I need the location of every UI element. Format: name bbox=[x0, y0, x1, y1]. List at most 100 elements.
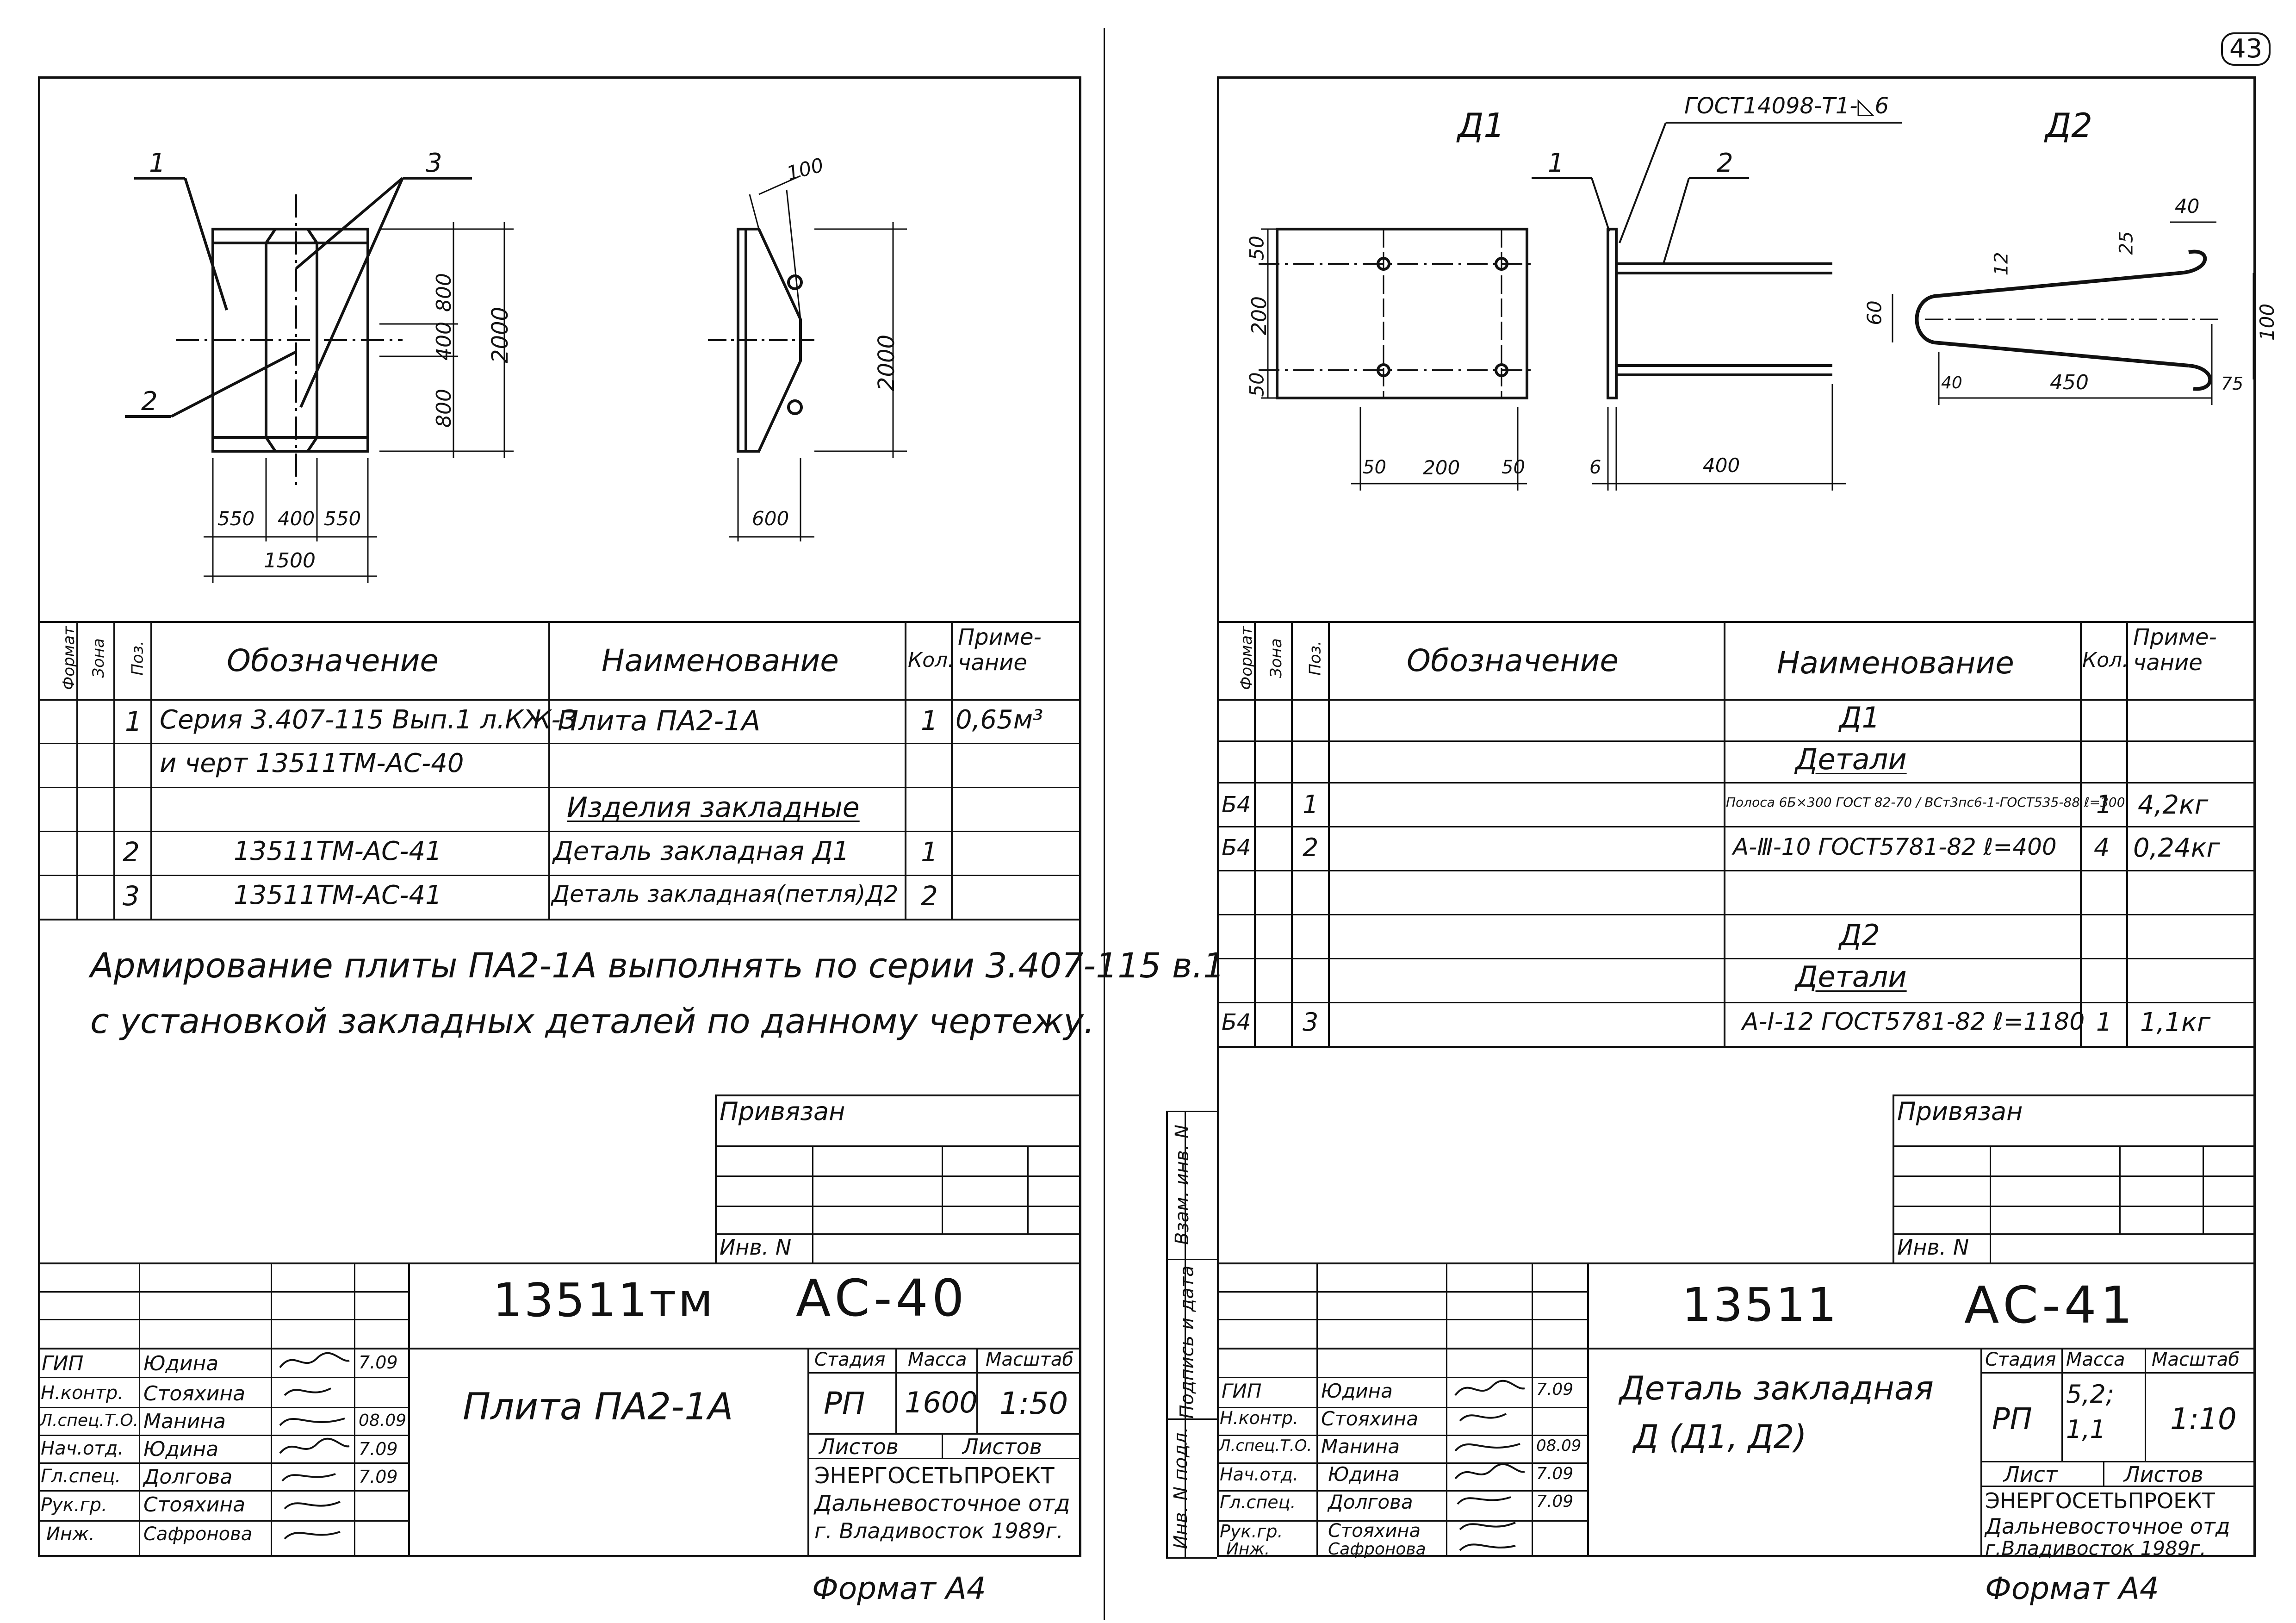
right-staff-role-4: Нач.отд. bbox=[1220, 1464, 1299, 1485]
left-stage-label: Стадия bbox=[814, 1349, 886, 1370]
note-line-1: Армирование плиты ПА2-1А выполнять по се… bbox=[90, 946, 1225, 986]
side-label-podpis: Подпись и дата bbox=[1176, 1265, 1198, 1419]
right-inv-label: Инв. N bbox=[1897, 1235, 1969, 1260]
left-staff-date-1: 7.09 bbox=[359, 1352, 398, 1373]
left-signatures bbox=[279, 1352, 350, 1540]
row-5-name: Деталь закладная(петля)Д2 bbox=[552, 881, 899, 908]
left-org-3: г. Владивосток 1989г. bbox=[814, 1518, 1064, 1543]
row-4-qty: 1 bbox=[921, 836, 938, 868]
right-staff-date-5: 7.09 bbox=[1536, 1492, 1574, 1511]
r-row-4-qty: 4 bbox=[2094, 833, 2110, 862]
right-signatures bbox=[1454, 1380, 1525, 1551]
right-scale: 1:10 bbox=[2170, 1402, 2237, 1436]
right-drawing bbox=[1259, 122, 2254, 491]
r-row-7-name: Детали bbox=[1795, 960, 1907, 994]
side-label-inv-podl: Инв. N подл. bbox=[1170, 1426, 1192, 1549]
r-header-pos: Поз. bbox=[1306, 640, 1325, 676]
row-1-pos: 1 bbox=[125, 706, 142, 737]
left-staff-name-7: Сафронова bbox=[143, 1524, 253, 1545]
right-scale-label: Масштаб bbox=[2152, 1349, 2240, 1370]
row-1-name: Плита ПА2-1А bbox=[558, 705, 761, 737]
right-doc-number: 13511 bbox=[1682, 1278, 1839, 1332]
center-fold-line bbox=[1104, 28, 1105, 1620]
r-row-8-pos: 3 bbox=[1303, 1007, 1319, 1037]
left-staff-name-2: Стояхина bbox=[143, 1382, 246, 1405]
right-stage-label: Стадия bbox=[1985, 1349, 2056, 1370]
left-staff-date-5: 7.09 bbox=[359, 1467, 398, 1487]
weld-note: ГОСТ14098-Т1-◺6 bbox=[1684, 93, 1889, 119]
left-staff-role-3: Л.спец.Т.О. bbox=[40, 1411, 139, 1430]
left-inv-label: Инв. N bbox=[720, 1235, 792, 1260]
r-row-3-note: 4,2кг bbox=[2138, 790, 2209, 820]
left-staff-name-3: Манина bbox=[143, 1410, 226, 1433]
left-sheet-title: Плита ПА2-1А bbox=[463, 1385, 733, 1428]
row-1-qty: 1 bbox=[921, 705, 938, 736]
row-1-note: 0,65м³ bbox=[956, 705, 1043, 735]
row-5-qty: 2 bbox=[921, 880, 938, 912]
right-mass-label: Масса bbox=[2066, 1349, 2125, 1370]
d1-dim-400: 400 bbox=[1703, 454, 1740, 477]
right-mass: 5,2; 1,1 bbox=[2066, 1380, 2115, 1444]
row-2-designation: и черт 13511ТМ-АС-40 bbox=[160, 748, 464, 778]
d2-dim-450: 450 bbox=[2050, 371, 2089, 394]
left-org-2: Дальневосточное отд bbox=[814, 1491, 1070, 1517]
label-d1: Д1 bbox=[1458, 106, 1505, 145]
r-row-8-note: 1,1кг bbox=[2140, 1007, 2211, 1038]
left-staff-name-6: Стояхина bbox=[143, 1493, 246, 1517]
dim-550-left: 550 bbox=[217, 507, 255, 530]
r-row-1-name: Д1 bbox=[1839, 701, 1880, 734]
right-format-label: Формат А4 bbox=[1985, 1571, 2159, 1606]
right-staff-date-4: 7.09 bbox=[1536, 1464, 1574, 1483]
row-5-designation: 13511ТМ-АС-41 bbox=[234, 880, 442, 910]
label-d2: Д2 bbox=[2045, 106, 2093, 145]
r-row-3-pos: 1 bbox=[1303, 790, 1319, 819]
dim-550-right: 550 bbox=[324, 507, 361, 530]
left-staff-role-1: ГИП bbox=[42, 1352, 84, 1375]
r-row-2-name: Детали bbox=[1795, 742, 1907, 776]
r-header-zone: Зона bbox=[1266, 638, 1285, 678]
right-staff-date-3: 08.09 bbox=[1536, 1436, 1582, 1455]
right-privyazan-label: Привязан bbox=[1897, 1097, 2023, 1126]
d1-dim-50-top: 50 bbox=[1245, 236, 1268, 261]
right-staff-name-3: Манина bbox=[1321, 1435, 1400, 1458]
left-staff-role-5: Гл.спец. bbox=[41, 1466, 121, 1487]
left-org-1: ЭНЕРГОСЕТЬПРОЕКТ bbox=[814, 1463, 1055, 1489]
r-row-8-qty: 1 bbox=[2096, 1007, 2112, 1037]
right-staff-role-5: Гл.спец. bbox=[1220, 1492, 1296, 1512]
header-format: Формат bbox=[59, 626, 78, 690]
right-org-1: ЭНЕРГОСЕТЬПРОЕКТ bbox=[1985, 1488, 2215, 1513]
right-staff-name-5: Долгова bbox=[1328, 1491, 1413, 1513]
right-staff-role-1: ГИП bbox=[1222, 1380, 1262, 1402]
right-callout-1: 1 bbox=[1548, 148, 1564, 178]
row-3-name: Изделия закладные bbox=[567, 791, 860, 824]
row-5-pos: 3 bbox=[123, 880, 140, 912]
right-sheets-label: Листов bbox=[2124, 1462, 2203, 1487]
header-designation: Обозначение bbox=[227, 643, 439, 678]
right-sheet-title-1: Деталь закладная bbox=[1620, 1369, 1934, 1407]
d2-dim-60: 60 bbox=[1863, 300, 1886, 325]
r-row-4-fmt: Б4 bbox=[1222, 835, 1251, 861]
r-row-3-fmt: Б4 bbox=[1222, 792, 1251, 818]
left-drawing bbox=[125, 175, 907, 583]
right-callout-2: 2 bbox=[1717, 148, 1733, 178]
note-line-2: с установкой закладных деталей по данном… bbox=[90, 1001, 1095, 1041]
right-staff-role-3: Л.спец.Т.О. bbox=[1219, 1436, 1312, 1455]
header-note: Приме- чание bbox=[958, 624, 1042, 676]
r-header-format: Формат bbox=[1237, 626, 1256, 690]
row-4-name: Деталь закладная Д1 bbox=[553, 836, 850, 866]
left-staff-role-2: Н.контр. bbox=[41, 1382, 124, 1404]
right-staff-role-6: Рук.гр. bbox=[1220, 1521, 1283, 1542]
left-staff-name-1: Юдина bbox=[143, 1352, 219, 1375]
callout-1: 1 bbox=[149, 148, 166, 178]
right-org-3: г.Владивосток 1989г. bbox=[1985, 1537, 2206, 1560]
r-row-3-qty: 1 bbox=[2096, 790, 2112, 819]
dim-1500: 1500 bbox=[264, 549, 316, 572]
r-row-8-fmt: Б4 bbox=[1222, 1009, 1251, 1035]
header-zone: Зона bbox=[89, 638, 108, 678]
callout-3: 3 bbox=[426, 148, 442, 178]
right-sheet-title-2: Д (Д1, Д2) bbox=[1633, 1418, 1807, 1456]
row-1-designation: Серия 3.407-115 Вып.1 л.КЖ-3 bbox=[160, 705, 577, 735]
row-4-pos: 2 bbox=[123, 836, 140, 868]
r-row-4-name: А-Ⅲ-10 ГОСТ5781-82 ℓ=400 bbox=[1733, 833, 2057, 860]
header-pos: Поз. bbox=[128, 640, 147, 676]
